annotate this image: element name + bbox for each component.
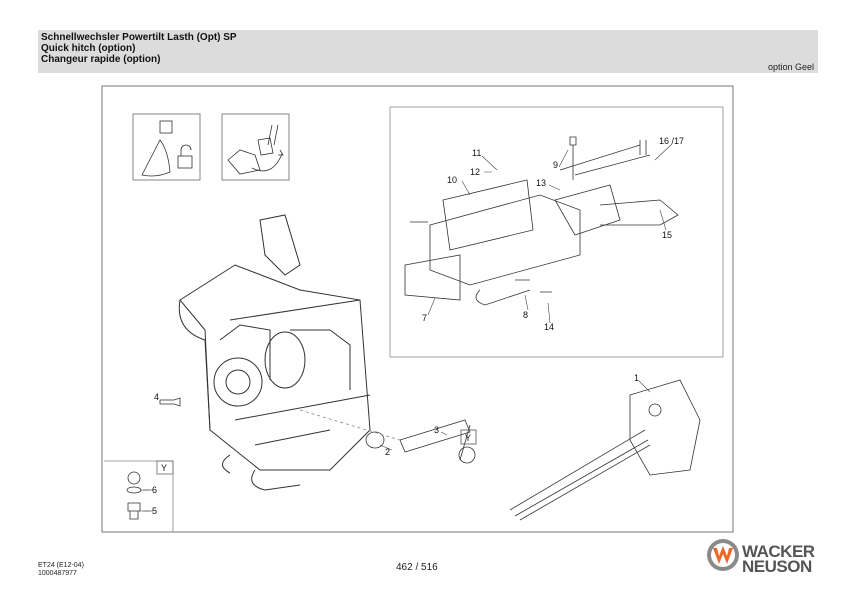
callout-1: 1 (634, 373, 639, 383)
callout-5: 5 (152, 506, 157, 516)
quick-hitch-body (178, 214, 371, 491)
callout-leader-lines (140, 143, 673, 512)
callout-9: 9 (553, 160, 558, 170)
doc-code: ET24 (E12-04) (38, 562, 84, 569)
variant-marker-y: Y (465, 433, 471, 443)
callout-7: 7 (422, 313, 427, 323)
variant-marker-frame (460, 429, 477, 445)
callout-2: 2 (385, 447, 390, 457)
callout-3: 3 (434, 425, 439, 435)
doc-number: 1000487977 (38, 570, 77, 577)
inset-frame (389, 106, 724, 358)
callout-16-17: 16 /17 (659, 136, 684, 146)
inset-assembly (404, 136, 679, 306)
callout-15: 15 (662, 230, 672, 240)
brand-line-2: NEUSON (742, 557, 812, 576)
callout-6: 6 (152, 485, 157, 495)
callout-8: 8 (523, 310, 528, 320)
variant-box-y: Y (161, 463, 167, 473)
callout-11: 11 (472, 148, 481, 158)
callout-14: 14 (544, 322, 554, 332)
callout-13: 13 (536, 178, 546, 188)
drawing-frame (101, 85, 734, 533)
rotate-arrow-icon (227, 124, 284, 175)
callout-4: 4 (154, 392, 159, 402)
title-english: Quick hitch (option) (41, 43, 136, 54)
wacker-neuson-logo-icon (707, 539, 739, 571)
brand-line-1: WACKER (742, 542, 815, 561)
option-label: option Geel (767, 62, 814, 72)
title-german: Schnellwechsler Powertilt Lasth (Opt) SP (41, 32, 237, 43)
bolt-4 (159, 397, 181, 407)
assembly-axis-line (299, 409, 401, 441)
brand-wordmark: WACKER NEUSON (742, 542, 815, 576)
title-french: Changeur rapide (option) (41, 54, 161, 65)
clip-2 (365, 431, 385, 449)
variant-box-marker-frame (156, 460, 174, 475)
unlock-icon (141, 120, 193, 177)
page-header: Schnellwechsler Powertilt Lasth (Opt) SP… (38, 30, 818, 73)
callout-10: 10 (447, 175, 457, 185)
grease-nipple-5 (127, 502, 141, 520)
cap-and-oring-6 (126, 471, 142, 494)
page-number: 462 / 516 (396, 562, 438, 573)
callout-12: 12 (470, 167, 480, 177)
hitch-assembly-1 (509, 379, 701, 521)
tilt-icon-box (221, 113, 290, 181)
lock-icon-box (132, 113, 201, 181)
pin-3 (399, 419, 476, 464)
